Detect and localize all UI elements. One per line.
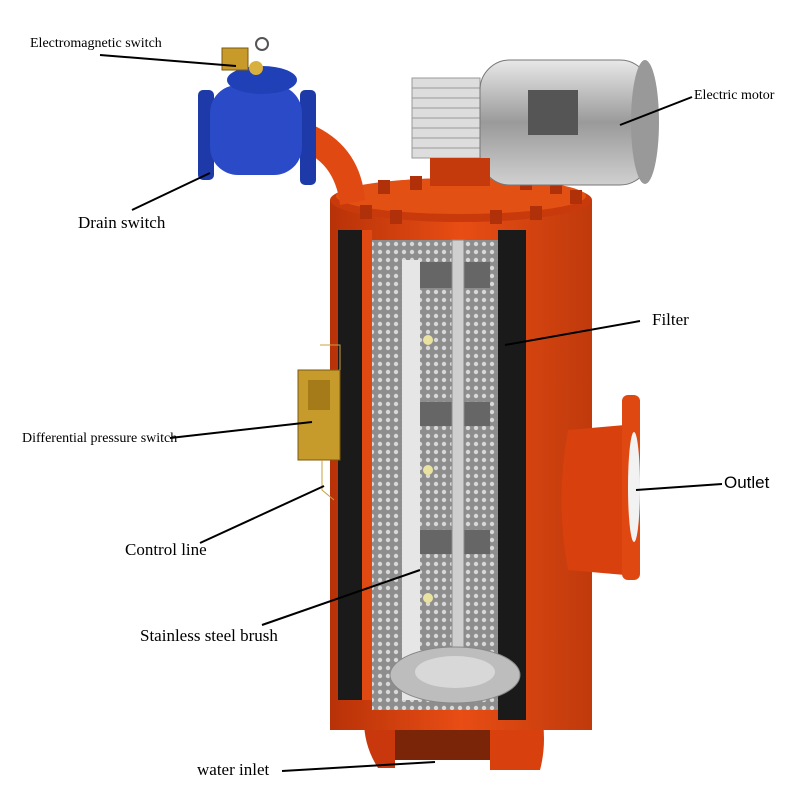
filter-screen <box>372 240 498 710</box>
label-electric-motor: Electric motor <box>694 88 775 103</box>
brush-shaft <box>389 239 521 704</box>
label-filter: Filter <box>652 310 689 329</box>
electric-motor-body <box>411 59 659 186</box>
label-stainless-steel-brush: Stainless steel brush <box>140 626 278 645</box>
electromagnetic-switch-body <box>221 37 269 75</box>
drain-valve <box>198 66 316 185</box>
label-drain-switch: Drain switch <box>78 213 166 232</box>
label-outlet: Outlet <box>724 473 770 492</box>
outlet-pipe <box>561 395 640 580</box>
label-differential-pressure-switch: Differential pressure switch <box>22 431 178 446</box>
label-electromagnetic-switch: Electromagnetic switch <box>30 36 162 51</box>
label-water-inlet: water inlet <box>197 760 270 779</box>
label-control-line: Control line <box>125 540 207 559</box>
differential-pressure-switch-body <box>297 344 341 501</box>
leader-lines <box>99 54 723 772</box>
